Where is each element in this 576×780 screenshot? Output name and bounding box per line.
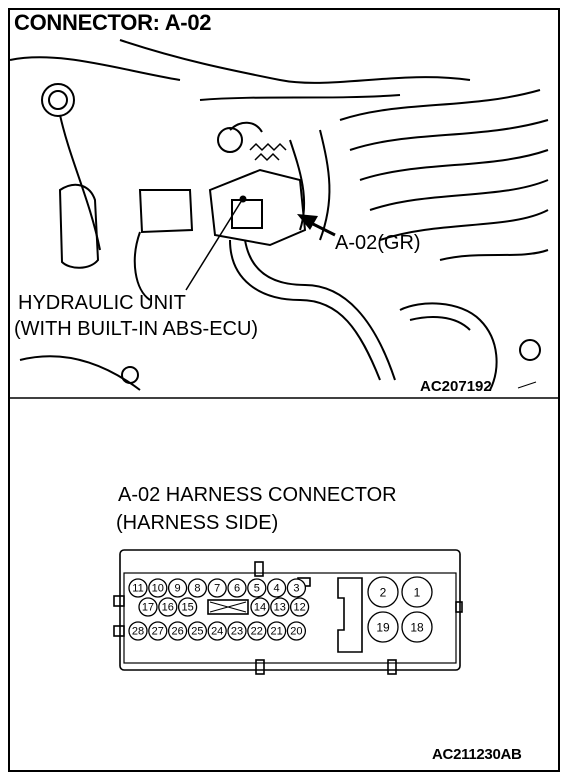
pin-3: 3 [286,578,307,598]
pin-8: 8 [187,578,208,598]
svg-text:10: 10 [152,583,164,595]
figure-code: AC211230AB [432,746,522,763]
page-title: CONNECTOR: A-02 [14,10,212,35]
connector-subtitle: (HARNESS SIDE) [116,512,279,534]
svg-text:11: 11 [132,583,143,595]
pin-9: 9 [167,578,188,598]
svg-text:2: 2 [380,586,387,600]
pin-6: 6 [227,578,247,598]
pin-22: 22 [247,621,267,641]
svg-text:9: 9 [175,583,181,595]
svg-text:17: 17 [142,602,154,614]
svg-text:5: 5 [254,583,260,595]
pin-28: 28 [128,621,148,641]
svg-text:4: 4 [274,583,280,595]
svg-text:23: 23 [231,626,243,638]
pin-21: 21 [266,621,287,641]
hydraulic-unit-label: HYDRAULIC UNIT [18,292,186,314]
svg-text:25: 25 [191,626,203,638]
svg-text:24: 24 [211,626,223,638]
svg-text:16: 16 [162,602,174,614]
pin-27: 27 [148,621,168,641]
svg-text:28: 28 [132,626,144,638]
svg-text:20: 20 [290,626,302,638]
svg-text:13: 13 [274,602,286,614]
svg-text:12: 12 [293,602,305,614]
pin-24: 24 [207,621,227,641]
pin-16: 16 [158,597,178,617]
connector-callout: A-02(GR) [335,232,421,254]
svg-text:1: 1 [414,586,421,600]
pin-11: 11 [128,578,148,598]
pin-25: 25 [187,621,208,641]
svg-text:22: 22 [251,626,263,638]
svg-text:21: 21 [270,626,282,638]
svg-text:8: 8 [194,583,200,595]
pin-2: 2 [367,576,399,608]
pin-23: 23 [227,621,247,641]
pin-20: 20 [286,621,307,641]
engine-bay-illustration [9,39,558,399]
figure-frame [8,8,560,772]
pin-17: 17 [138,597,158,617]
pin-5: 5 [247,578,267,598]
svg-text:3: 3 [293,583,299,595]
svg-text:26: 26 [171,626,183,638]
pin-15: 15 [177,597,198,617]
pin-14: 14 [250,597,270,617]
pin-7: 7 [207,578,227,598]
svg-text:27: 27 [152,626,164,638]
pin-4: 4 [266,578,287,598]
connector-title: A-02 HARNESS CONNECTOR [118,484,397,506]
pin-13: 13 [270,597,290,617]
svg-text:18: 18 [410,621,424,635]
pin-10: 10 [148,578,168,598]
pin-1: 1 [401,576,433,608]
pin-19: 19 [367,611,399,643]
pin-12: 12 [289,597,310,617]
pin-26: 26 [167,621,188,641]
svg-text:7: 7 [214,583,220,595]
svg-text:19: 19 [376,621,390,635]
svg-text:15: 15 [181,602,193,614]
pin-18: 18 [401,611,433,643]
hydraulic-unit-sublabel: (WITH BUILT-IN ABS-ECU) [14,318,259,340]
svg-text:14: 14 [254,602,266,614]
photo-figure-code: AC207192 [420,378,492,395]
svg-text:6: 6 [234,583,240,595]
